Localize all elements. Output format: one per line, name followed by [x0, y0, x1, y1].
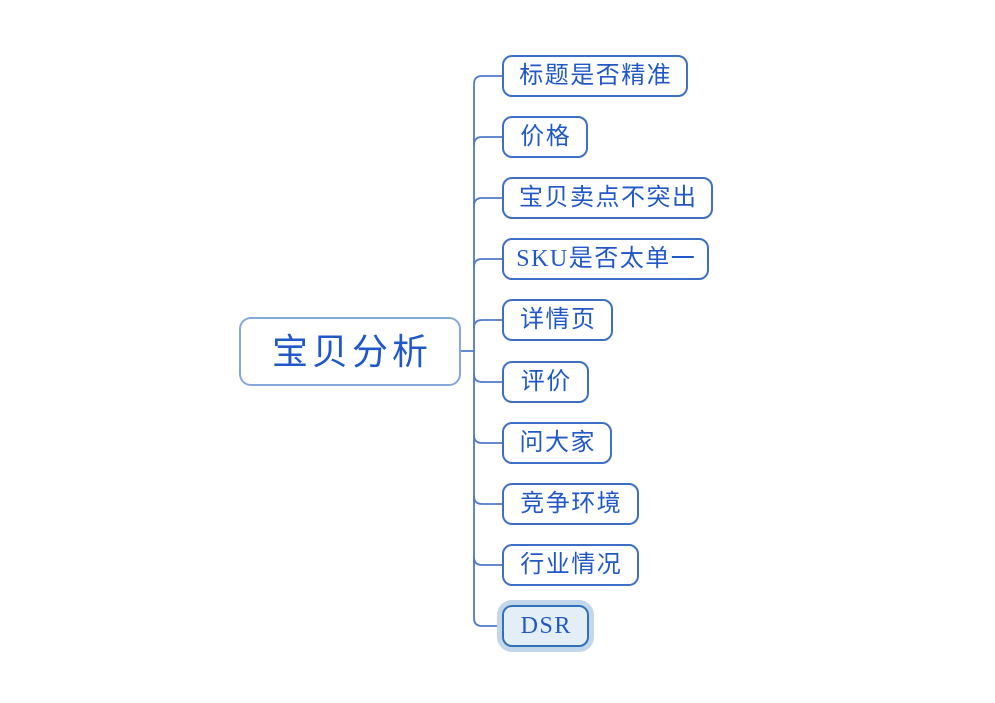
- topic-label: SKU是否太单一: [516, 246, 697, 272]
- connector-line: [473, 197, 503, 207]
- mindmap-topic-3[interactable]: 宝贝卖点不突出: [502, 177, 713, 219]
- topic-label: 评价: [520, 369, 572, 395]
- mindmap-topic-4[interactable]: SKU是否太单一: [502, 238, 709, 280]
- mindmap-topic-10[interactable]: DSR: [502, 605, 589, 647]
- mindmap-topic-2[interactable]: 价格: [502, 116, 588, 158]
- connector-line: [473, 258, 503, 268]
- mindmap-topic-6[interactable]: 评价: [502, 361, 589, 403]
- topic-label: 宝贝卖点不突出: [519, 185, 698, 211]
- mindmap-topic-7[interactable]: 问大家: [502, 422, 612, 464]
- mindmap-topic-9[interactable]: 行业情况: [502, 544, 639, 586]
- mindmap-topic-1[interactable]: 标题是否精准: [502, 55, 688, 97]
- connector-line: [473, 495, 503, 505]
- mindmap-topic-5[interactable]: 详情页: [502, 299, 613, 341]
- mindmap-topic-8[interactable]: 竞争环境: [502, 483, 639, 525]
- topic-label: 问大家: [519, 430, 596, 456]
- root-topic-label: 宝贝分析: [271, 331, 432, 372]
- connector-line: [473, 434, 503, 444]
- connector-line: [473, 556, 503, 566]
- mindmap-root-topic[interactable]: 宝贝分析: [239, 317, 461, 386]
- topic-label: 行业情况: [520, 552, 623, 578]
- connector-line: [473, 75, 503, 627]
- topic-label: 详情页: [520, 307, 597, 333]
- connector-line: [473, 373, 503, 383]
- topic-label: DSR: [520, 613, 572, 639]
- topic-label: 标题是否精准: [519, 63, 673, 89]
- topic-label: 价格: [520, 124, 572, 150]
- topic-label: 竞争环境: [520, 491, 623, 517]
- connector-line: [473, 319, 503, 329]
- connector-line: [473, 136, 503, 146]
